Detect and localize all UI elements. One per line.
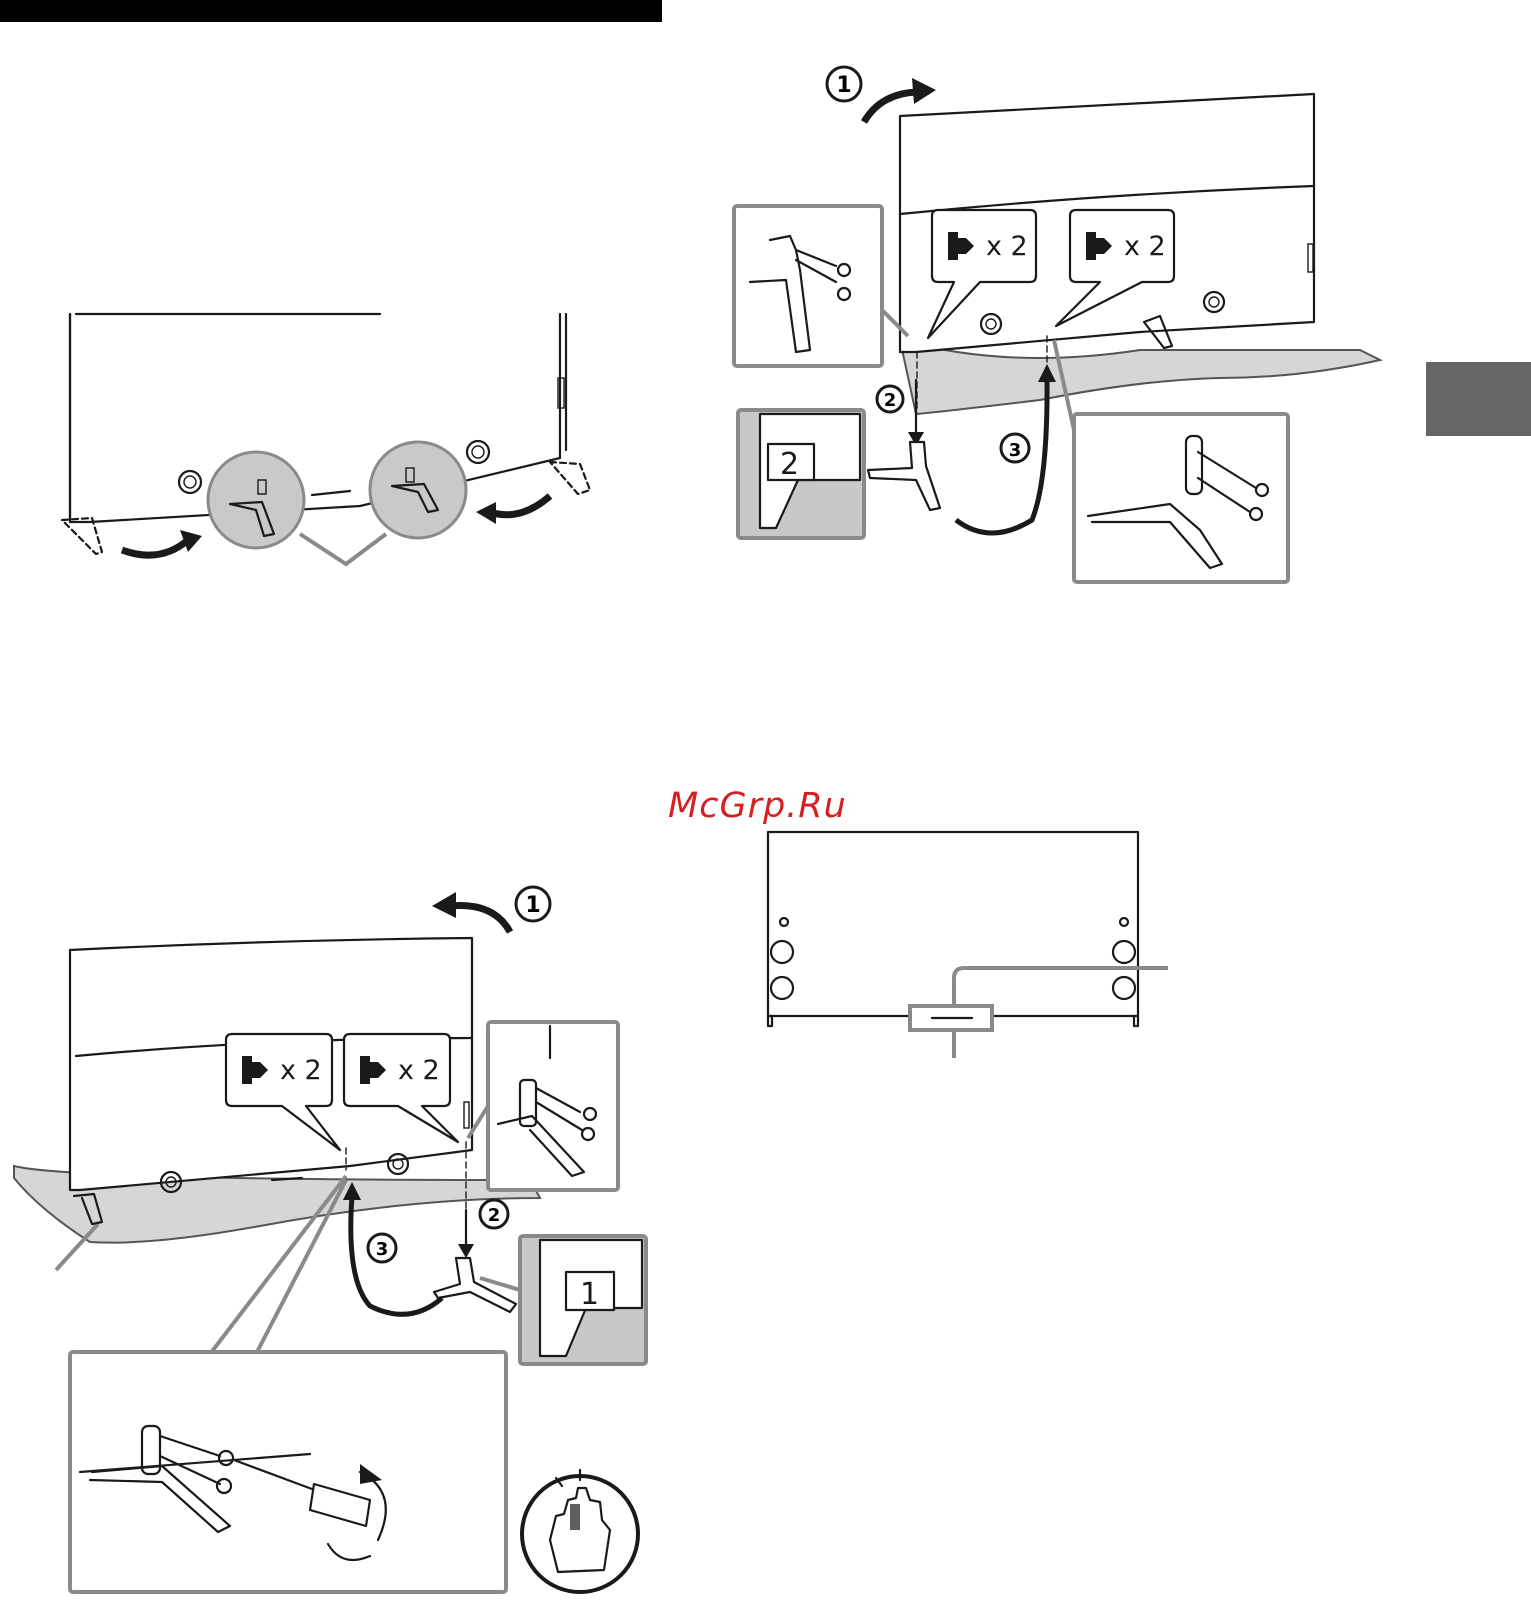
watermark-text: McGrp.Ru	[668, 786, 847, 826]
step-badge: 1	[827, 67, 861, 101]
step-badge: 3	[368, 1234, 396, 1262]
round-port-icon	[467, 441, 489, 463]
callout-quantity: x 2	[280, 1055, 322, 1086]
curved-arrow-icon	[432, 892, 510, 932]
round-port-icon	[179, 471, 201, 493]
stand-label-number: 2	[780, 447, 799, 482]
callout-quantity: x 2	[398, 1055, 440, 1086]
diagram-attach-stand-right: x 2 x 2 1 2 3 2	[740, 60, 1400, 600]
diagram-tv-rear-view	[760, 828, 1180, 1068]
svg-text:3: 3	[376, 1239, 389, 1260]
step-badge: 2	[480, 1200, 508, 1228]
step-badge: 2	[877, 386, 903, 412]
svg-text:3: 3	[1009, 440, 1022, 461]
inset-screw-detail	[734, 206, 908, 366]
curved-arrow-icon	[122, 530, 202, 555]
inset-screw-detail	[468, 1022, 618, 1190]
header-bar	[0, 0, 662, 22]
curved-arrow-icon	[476, 496, 550, 524]
inset-stand-label: 2	[738, 410, 864, 538]
section-tab	[1426, 362, 1531, 436]
magnifier-circle-right	[370, 442, 466, 538]
svg-text:1: 1	[525, 893, 540, 918]
svg-text:2: 2	[488, 1205, 501, 1226]
diagram-attach-stand-left: x 2 x 2 1 2 3	[10, 880, 650, 1600]
hand-warning-icon	[522, 1470, 638, 1592]
callout-quantity: x 2	[1124, 231, 1166, 262]
callout-quantity: x 2	[986, 231, 1028, 262]
stand-label-number: 1	[580, 1277, 599, 1312]
step-badge: 3	[1001, 434, 1029, 462]
svg-text:1: 1	[836, 73, 851, 98]
magnifier-circle-left	[208, 452, 304, 548]
diagram-remove-stand	[50, 300, 610, 600]
svg-text:2: 2	[884, 390, 897, 411]
step-badge: 1	[516, 887, 550, 921]
